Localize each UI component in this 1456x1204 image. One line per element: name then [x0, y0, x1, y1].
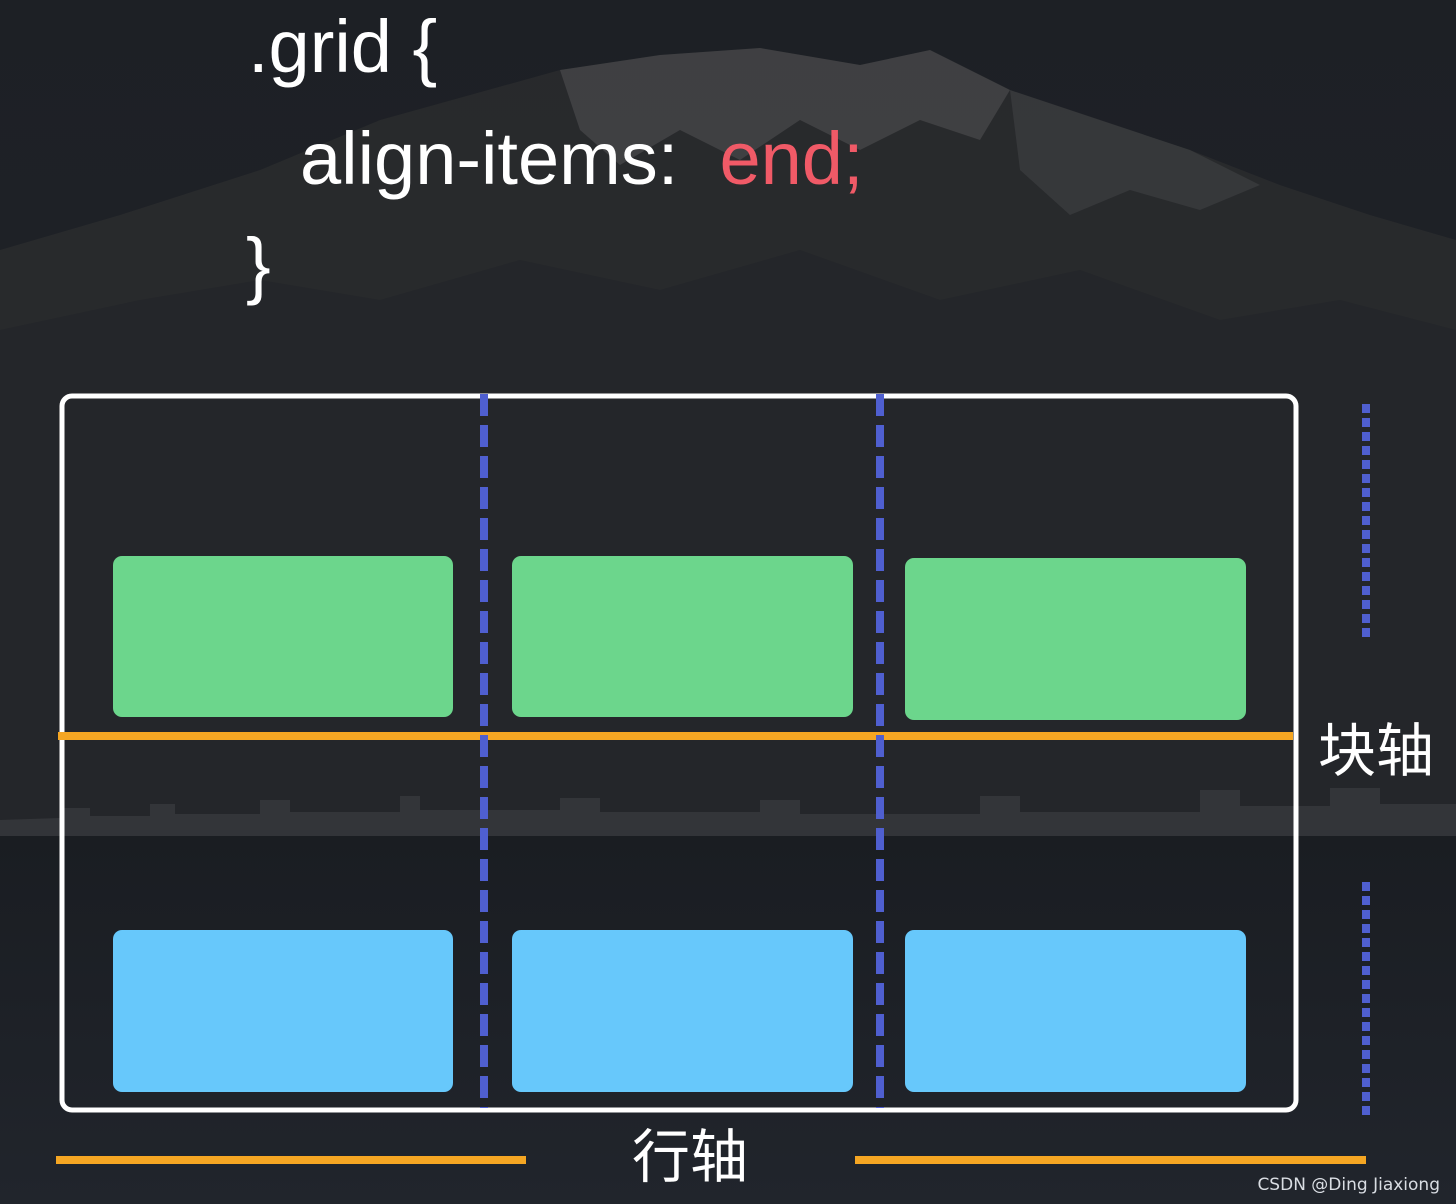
block-axis-label: 块轴	[1318, 717, 1435, 785]
watermark: CSDN @Ding Jiaxiong	[1257, 1175, 1440, 1195]
grid-item-row2-col1	[113, 930, 453, 1092]
inline-axis-label: 行轴	[632, 1123, 749, 1191]
grid-item-row2-col2	[512, 930, 853, 1092]
grid-item-row1-col2	[512, 556, 853, 717]
code-selector-line: .grid {	[248, 5, 438, 88]
grid-container	[59, 393, 1299, 1113]
code-value: end;	[719, 117, 864, 200]
grid-item-row2-col3	[905, 930, 1246, 1092]
code-property: align-items:	[300, 117, 679, 200]
grid-item-row1-col1	[113, 556, 453, 717]
code-declaration-line: align-items: end;	[300, 122, 864, 196]
code-closing-brace: }	[246, 223, 271, 306]
grid-item-row1-col3	[905, 558, 1246, 720]
